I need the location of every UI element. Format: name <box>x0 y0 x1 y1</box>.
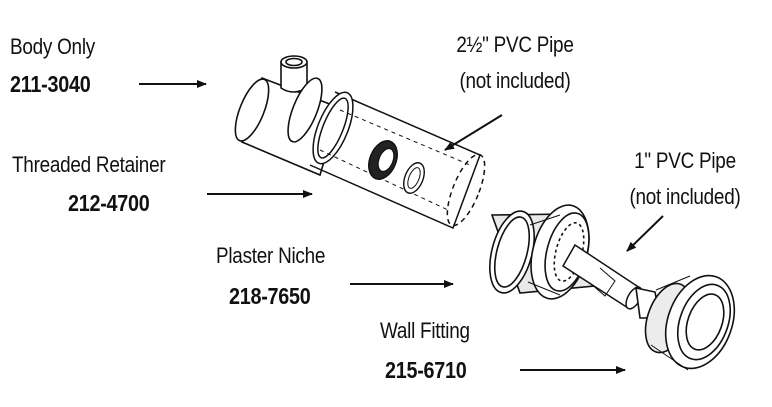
niche-part-number: 218-7650 <box>229 283 311 309</box>
fitting-name-label: Wall Fitting <box>380 318 470 343</box>
retainer-part-number: 212-4700 <box>68 190 150 216</box>
retainer-name-label: Threaded Retainer <box>12 152 166 177</box>
small-pipe-label-line2: (not included) <box>629 184 741 209</box>
body-part-number: 211-3040 <box>10 71 91 97</box>
niche-name-label: Plaster Niche <box>216 243 326 268</box>
plaster-niche <box>489 204 596 300</box>
arrow-large-pipe <box>444 114 503 151</box>
large-pvc-pipe <box>309 91 486 230</box>
large-pipe-label-line2: (not included) <box>459 68 571 93</box>
large-pipe-label-line1: 2½" PVC Pipe <box>456 32 574 57</box>
wall-fitting <box>635 274 736 371</box>
body-fitting <box>234 55 341 177</box>
fitting-part-number: 215-6710 <box>385 357 467 383</box>
small-pipe-label-line1: 1" PVC Pipe <box>634 148 736 173</box>
threaded-retainer <box>368 140 425 194</box>
arrow-small-pipe <box>626 215 664 252</box>
body-name-label: Body Only <box>10 34 95 59</box>
